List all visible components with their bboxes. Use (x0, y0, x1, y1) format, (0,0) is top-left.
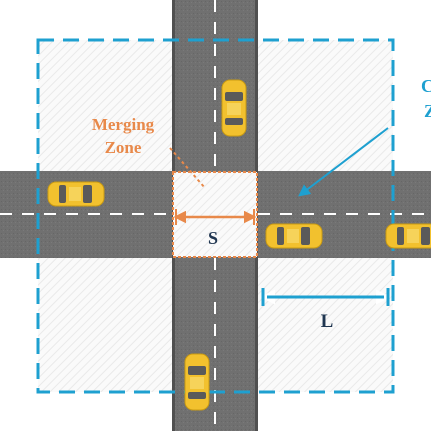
car-icon (184, 353, 210, 411)
merging-zone-label-line1: Merging (92, 115, 155, 134)
car-icon (221, 79, 247, 137)
control-zone-label-line2: Z (424, 101, 431, 121)
control-zone-pointer (298, 127, 389, 197)
car-icon (385, 223, 431, 249)
s-label: S (208, 228, 218, 248)
car-icon (47, 181, 105, 207)
car-icon (265, 223, 323, 249)
control-zone-boundary (36, 38, 395, 394)
l-label: L (321, 311, 334, 332)
merging-zone-label-line2: Zone (105, 138, 142, 157)
control-zone-label-line1: C (421, 76, 431, 96)
merging-zone-pointer (169, 147, 206, 189)
